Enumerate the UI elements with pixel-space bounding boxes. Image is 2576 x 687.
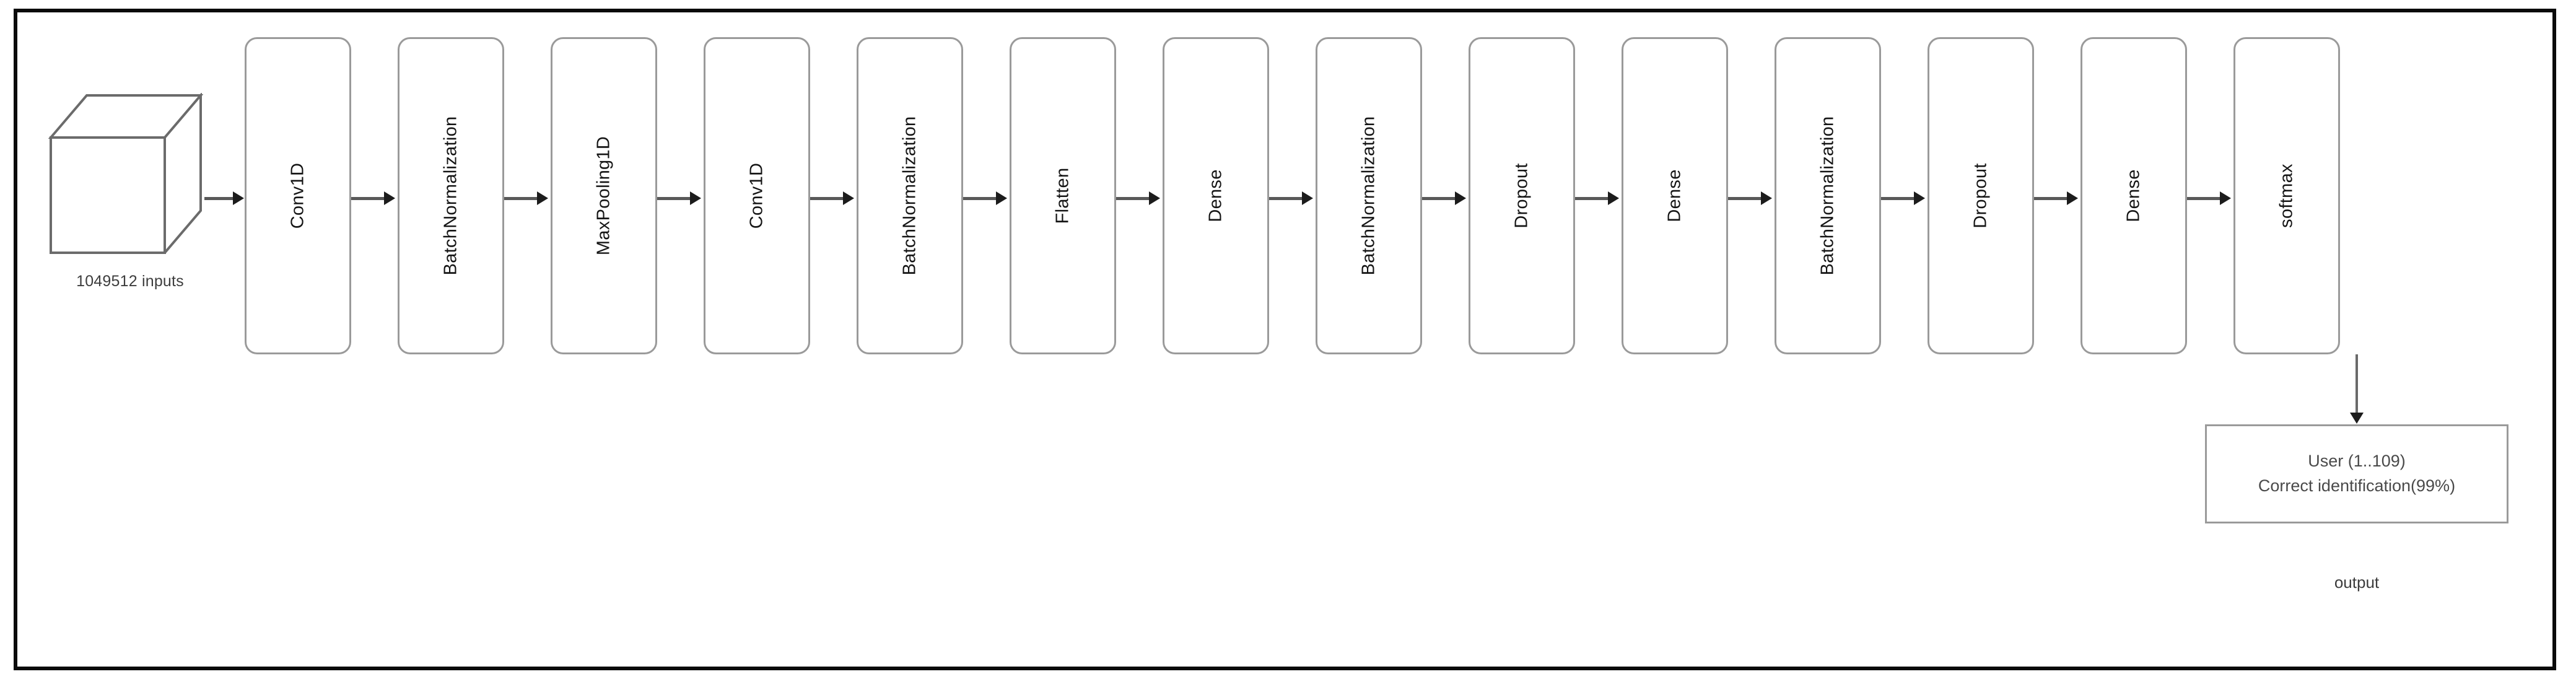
layer-label-0: Conv1D (287, 162, 308, 229)
layer-label-6: Dense (1205, 169, 1226, 222)
input-label: 1049512 inputs (76, 273, 184, 290)
arrow-layer-6-to-7 (1269, 191, 1313, 205)
layer-box-0[interactable]: Conv1D (245, 37, 351, 354)
arrow-layer-10-to-11 (1881, 191, 1925, 205)
output-line-accuracy: Correct identification(99%) (2258, 476, 2456, 495)
layer-box-8[interactable]: Dropout (1469, 37, 1575, 354)
arrow-layer-9-to-10 (1728, 191, 1772, 205)
arrow-layer-4-to-5 (963, 191, 1007, 205)
layer-box-11[interactable]: Dropout (1928, 37, 2034, 354)
layer-label-2: MaxPooling1D (593, 136, 614, 256)
arrow-layer-5-to-6 (1116, 191, 1160, 205)
arrow-input-to-layer-0 (204, 191, 244, 205)
layer-box-9[interactable]: Dense (1622, 37, 1728, 354)
layer-label-13: softmax (2276, 164, 2297, 228)
layer-label-1: BatchNormalization (440, 116, 461, 276)
layer-label-11: Dropout (1970, 163, 1991, 229)
arrow-layer-0-to-1 (351, 191, 395, 205)
layer-box-7[interactable]: BatchNormalization (1316, 37, 1422, 354)
arrow-layer-11-to-12 (2034, 191, 2078, 205)
output-caption: output (2334, 573, 2380, 592)
arrow-layer-7-to-8 (1422, 191, 1466, 205)
layer-label-9: Dense (1664, 169, 1685, 222)
arrow-layer-8-to-9 (1575, 191, 1619, 205)
cube-icon (48, 93, 203, 254)
output-box: User (1..109) Correct identification(99%… (2205, 424, 2508, 523)
layer-box-3[interactable]: Conv1D (704, 37, 810, 354)
layer-label-3: Conv1D (746, 162, 767, 229)
layer-box-5[interactable]: Flatten (1010, 37, 1116, 354)
arrow-layer-2-to-3 (657, 191, 701, 205)
layer-label-5: Flatten (1052, 167, 1073, 224)
layer-box-1[interactable]: BatchNormalization (398, 37, 504, 354)
arrow-softmax-to-output (2350, 354, 2364, 424)
layer-box-2[interactable]: MaxPooling1D (551, 37, 657, 354)
layer-label-8: Dropout (1511, 163, 1532, 229)
layer-box-4[interactable]: BatchNormalization (857, 37, 963, 354)
layer-label-12: Dense (2123, 169, 2144, 222)
layer-label-4: BatchNormalization (899, 116, 920, 276)
output-line-user: User (1..109) (2308, 452, 2406, 471)
layer-box-10[interactable]: BatchNormalization (1775, 37, 1881, 354)
input-node: 1049512 inputs (37, 93, 223, 310)
layer-box-6[interactable]: Dense (1163, 37, 1269, 354)
arrow-layer-3-to-4 (810, 191, 854, 205)
layer-box-12[interactable]: Dense (2080, 37, 2187, 354)
arrow-layer-1-to-2 (504, 191, 548, 205)
layer-box-13[interactable]: softmax (2233, 37, 2340, 354)
layer-label-10: BatchNormalization (1817, 116, 1838, 276)
arrow-layer-12-to-13 (2187, 191, 2231, 205)
layer-label-7: BatchNormalization (1358, 116, 1379, 276)
